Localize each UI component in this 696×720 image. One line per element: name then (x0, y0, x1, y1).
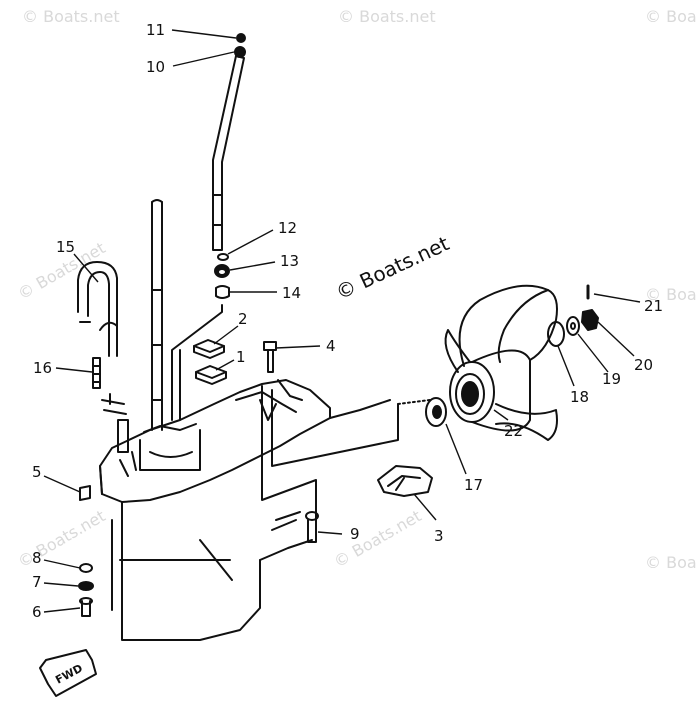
callout-20: 20 (634, 356, 653, 374)
callout-22: 22 (504, 422, 523, 440)
part-20-nut (581, 309, 599, 331)
callout-2: 2 (238, 310, 248, 328)
line-art (39, 33, 599, 697)
part-8 (79, 563, 93, 573)
shift-linkage (261, 385, 399, 531)
watermark-faint-6: © Boats.net (15, 506, 109, 571)
rod-bushings (214, 253, 230, 299)
watermark-main: © Boats.net (332, 231, 453, 304)
callout-19: 19 (602, 370, 621, 388)
drive-shaft (151, 199, 163, 431)
watermark-faint-1: © Boats.net (22, 7, 120, 26)
watermark-faint-5: © Boats.net (645, 285, 696, 304)
watermark-faint-8: © Boats.net (645, 553, 696, 572)
callout-6: 6 (32, 603, 42, 621)
callout-8: 8 (32, 549, 42, 567)
part-4-bolt (263, 341, 277, 373)
fwd-arrow (39, 649, 97, 697)
prop-blade-top (458, 284, 549, 367)
part-6-screw (79, 597, 93, 617)
callout-15: 15 (56, 238, 75, 256)
part-1 (195, 365, 227, 379)
watermark-faint-7: © Boats.net (331, 506, 425, 571)
callout-11: 11 (146, 21, 165, 39)
part-22-propeller (444, 284, 558, 441)
prop-blade-bottom (495, 403, 558, 441)
part-19-washer (566, 316, 580, 336)
callout-leaders (43, 29, 641, 613)
part-12 (217, 253, 229, 261)
callout-16: 16 (33, 359, 52, 377)
callout-12: 12 (278, 219, 297, 237)
callout-7: 7 (32, 573, 42, 591)
callout-21: 21 (644, 297, 663, 315)
callout-17: 17 (464, 476, 483, 494)
shift-rod (212, 33, 246, 251)
part-5 (79, 485, 91, 501)
part-11-grommet (236, 33, 246, 43)
part-15-water-tube (77, 261, 118, 357)
callout-14: 14 (282, 284, 301, 302)
callout-1: 1 (236, 348, 246, 366)
prop-hub-inner (455, 373, 485, 415)
part-9-bolt (305, 511, 319, 543)
water-pump-base (139, 429, 201, 471)
watermark-faint-2: © Boats.net (338, 7, 436, 26)
part-7 (78, 581, 94, 591)
housing-lower-body (121, 501, 261, 641)
shift-rod-lower (171, 304, 223, 421)
prop-blade-left (444, 329, 471, 373)
part-3-anode (377, 465, 433, 497)
callout-18: 18 (570, 388, 589, 406)
callout-4: 4 (326, 337, 336, 355)
parts-1-2 (193, 339, 227, 385)
callout-10: 10 (146, 58, 165, 76)
part-10-rod (212, 55, 245, 251)
part-14 (215, 285, 230, 299)
part-18-spacer (547, 321, 565, 347)
callout-3: 3 (434, 527, 444, 545)
callout-13: 13 (280, 252, 299, 270)
watermark-faint-3: © Boats.net (645, 7, 696, 26)
part-16-grommet (92, 357, 101, 389)
callout-9: 9 (350, 525, 360, 543)
part-17-thrust-washer (425, 397, 447, 427)
callout-labels: 11 10 12 13 14 15 16 2 1 4 5 8 7 6 9 3 1… (32, 21, 663, 621)
lower-unit-housing (99, 379, 391, 641)
part-2 (193, 339, 225, 353)
callout-5: 5 (32, 463, 42, 481)
